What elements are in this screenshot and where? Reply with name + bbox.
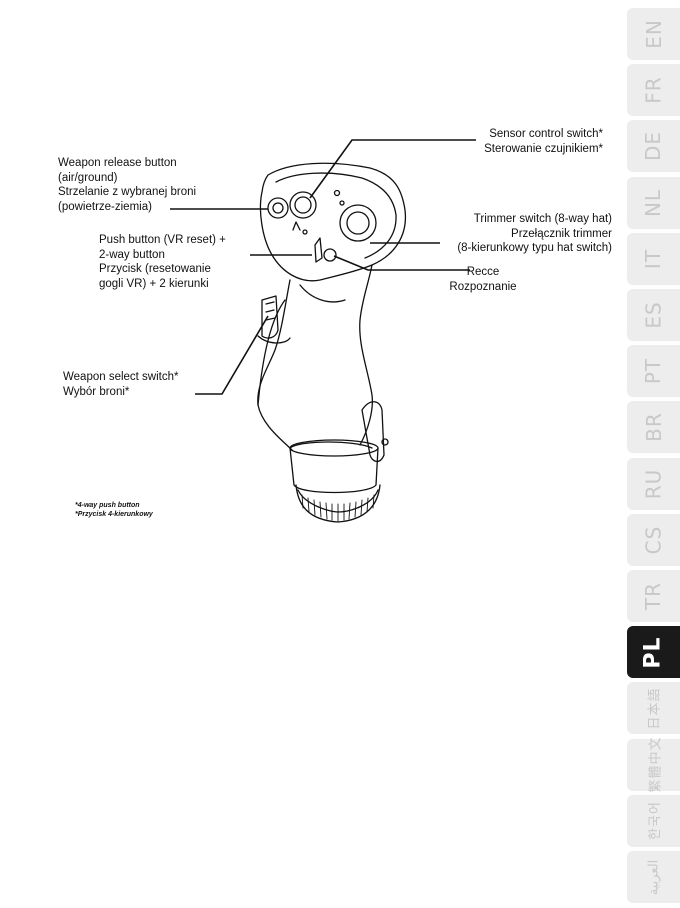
trimmer-hat-ring [339,204,377,242]
leader-recce [333,255,470,271]
callout-line: Sensor control switch* [489,128,603,140]
callout-line: (air/ground) [58,171,118,184]
weapon-select-lever [261,295,279,339]
grip-head-inner [275,172,397,259]
tab-label: NL [641,188,666,217]
tab-label: CS [641,525,666,555]
recce-button [323,248,337,262]
tab-label: FR [641,76,666,104]
callout-line: gogli VR) + 2 kierunki [99,277,209,290]
tab-fr[interactable]: FR [627,64,680,117]
tab-label: EN [641,19,666,49]
tab-label: PT [641,358,666,385]
callout-line: Recce [466,266,500,278]
tab-br[interactable]: BR [627,401,680,454]
tab-label: 한국어 [647,801,663,841]
leader-sensor-control [309,139,476,199]
tab-en[interactable]: EN [627,8,680,60]
tab-label: 日本語 [647,687,663,730]
callout-line: Push button (VR reset) + [99,234,226,246]
callout-trimmer: Trimmer switch (8-way hat) Przełącznik t… [457,212,612,256]
callout-line: (8-kierunkowy typu hat switch) [457,242,612,254]
callout-line: (powietrze-ziemia) [58,200,152,213]
tab-de[interactable]: DE [627,120,680,173]
tab-label: TR [641,581,666,611]
grip-pinky-curve [257,299,286,406]
weapon-release-ring [267,197,289,219]
callout-line: 2-way button [99,248,165,261]
tab-ja[interactable]: 日本語 [627,682,680,735]
callout-line: Rozpoznanie [449,280,517,293]
tab-ar[interactable]: العربية [627,851,680,903]
leader-weapon-select [195,315,269,395]
tab-label: RU [641,468,666,499]
base-collar [289,447,379,494]
joystick-grip-diagram [170,139,476,523]
tab-pl[interactable]: PL [627,626,680,679]
tab-zh[interactable]: 繁體中文 [627,736,680,793]
callout-recce: Recce Rozpoznanie [428,265,538,294]
side-lever [361,401,385,463]
base-ring [295,484,381,523]
tab-it[interactable]: IT [627,232,680,285]
callout-line: Trimmer switch (8-way hat) [473,213,612,225]
tab-label: 繁體中文 [648,736,664,793]
callout-line: Weapon select switch* [63,371,179,383]
callout-line: Przycisk (resetowanie [99,263,211,275]
callout-weapon-select: Weapon select switch* Wybór broni* [63,370,178,399]
grip-handle-front [257,279,293,451]
tab-tr[interactable]: TR [627,570,680,622]
tab-es[interactable]: ES [627,289,680,341]
footnote: *4-way push button *Przycisk 4-kierunkow… [75,501,153,519]
base-collar-top [289,441,373,449]
callout-push-button: Push button (VR reset) + 2-way button Pr… [99,233,226,291]
tab-cs[interactable]: CS [627,513,680,566]
tab-label: ES [641,301,666,329]
tab-ru[interactable]: RU [627,457,680,510]
tab-label: DE [641,131,666,162]
language-tabs: EN FR DE NL IT ES PT BR RU CS TR PL 日本語 … [627,8,680,908]
tab-label: العربية [646,859,661,895]
callout-line: Weapon release button [58,157,177,169]
callout-sensor-control: Sensor control switch* Sterowanie czujni… [484,127,603,156]
tab-nl[interactable]: NL [627,176,680,229]
tab-label: IT [641,248,666,269]
callout-weapon-release: Weapon release button (air/ground) Strze… [58,156,196,214]
tab-label: BR [641,412,666,443]
tab-label: PL [641,636,666,669]
grip-head-outline [259,162,407,282]
grip-handle-ridge [299,284,346,303]
callout-line: Strzelanie z wybranej broni [58,186,197,198]
grip-handle-back [359,264,374,446]
callout-line: Wybór broni* [63,385,130,398]
tab-pt[interactable]: PT [627,345,680,398]
footnote-line: *Przycisk 4-kierunkowy [75,511,153,518]
tab-ko[interactable]: 한국어 [627,794,680,847]
sensor-control-ring [289,191,317,219]
callout-line: Sterowanie czujnikiem* [484,142,603,155]
footnote-line: *4-way push button [75,502,140,509]
callout-line: Przełącznik trimmer [511,227,612,240]
